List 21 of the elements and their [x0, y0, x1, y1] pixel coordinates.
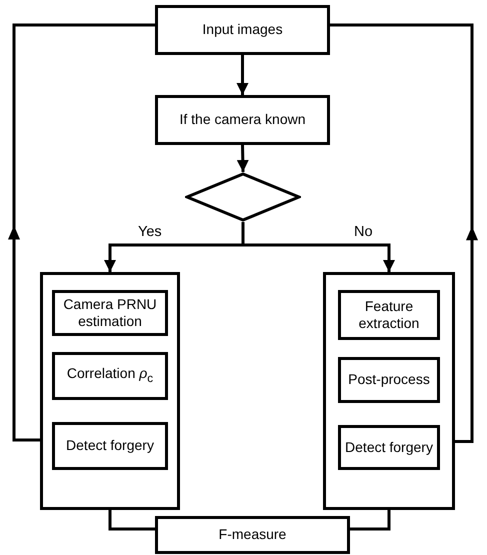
group-box: [323, 272, 455, 510]
process-box: [338, 425, 440, 470]
box-label: Post-process: [347, 371, 431, 389]
box-label: Detect forgery: [344, 438, 434, 456]
box-label: Detect forgery: [65, 437, 155, 455]
box-label: Camera PRNU estimation: [62, 296, 158, 330]
process-box: [155, 5, 330, 55]
process-box: [338, 357, 440, 403]
process-box: [155, 95, 330, 145]
group-box: [40, 272, 180, 510]
decision-diamond: [185, 172, 301, 222]
box-label: F-measure: [218, 526, 288, 544]
process-box: [52, 290, 168, 336]
box-label: Correlation ρ$_{c}$: [66, 365, 154, 387]
box-label: Input images: [201, 21, 284, 39]
process-box: [52, 352, 168, 400]
box-label: Feature extraction: [358, 298, 420, 332]
process-box: [52, 422, 168, 470]
process-box: [155, 516, 350, 554]
process-box: [338, 290, 440, 340]
box-label: If the camera known: [178, 111, 307, 129]
